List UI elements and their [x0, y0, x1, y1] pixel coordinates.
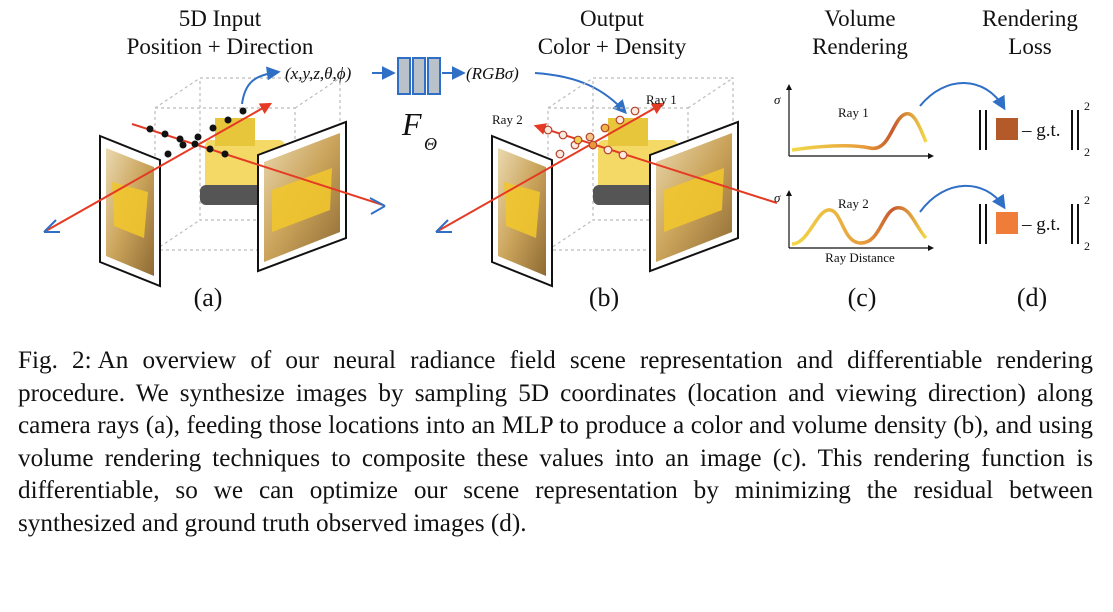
ray-1-density-plot: σ Ray 1	[774, 84, 934, 159]
mlp-block: (x,y,z,θ,ϕ) (RGBσ) F Θ	[241, 57, 627, 154]
norm-subscript-1: 2	[1084, 145, 1090, 159]
output-curve-arrow	[534, 72, 627, 115]
camera-ray-1	[43, 102, 273, 233]
rendered-color-swatch-2	[996, 212, 1018, 234]
panel-b-title-line1: Output	[580, 6, 645, 31]
panel-b-title-line2: Color + Density	[538, 34, 687, 59]
panel-a-label: (a)	[194, 283, 223, 312]
norm-superscript-1: 2	[1084, 99, 1090, 113]
rendered-color-swatch-1	[996, 118, 1018, 140]
camera-image-left	[99, 134, 161, 288]
ray-1-b-start-arrow	[435, 219, 452, 233]
sigma-axis-label-1: σ	[774, 92, 781, 107]
input-coords-label: (x,y,z,θ,ϕ)	[285, 64, 352, 83]
panel-c: Volume Rendering σ Ray 1 σ Ray 2 Ray Dis…	[774, 6, 934, 312]
panel-b: Output Color + Density	[435, 6, 778, 312]
norm-subscript-2: 2	[1084, 239, 1090, 253]
panel-a-title-line1: 5D Input	[179, 6, 262, 31]
mlp-layer-2	[412, 57, 426, 95]
panel-d-title-line1: Rendering	[982, 6, 1078, 31]
ray-2-label-b: Ray 2	[492, 112, 523, 127]
ray-1-label-c: Ray 1	[838, 105, 869, 120]
nerf-overview-figure: 5D Input Position + Direction	[43, 6, 1090, 312]
loss-term-2: – g.t. 2 2	[979, 193, 1090, 253]
panel-a: 5D Input Position + Direction	[43, 6, 386, 312]
norm-superscript-2: 2	[1084, 193, 1090, 207]
caption-text: An overview of our neural radiance field…	[18, 347, 1093, 537]
output-rgb-sigma-label: (RGBσ)	[466, 64, 519, 83]
ground-truth-label-1: – g.t.	[1021, 120, 1061, 141]
mlp-function-symbol: F	[401, 106, 422, 142]
ray-1-label-b: Ray 1	[646, 92, 677, 107]
sigma-axis-label-2: σ	[774, 190, 781, 205]
panel-c-title-line1: Volume	[824, 6, 895, 31]
camera-image-left-b	[491, 134, 553, 288]
panel-d-label: (d)	[1017, 283, 1047, 312]
ray-distance-axis-label: Ray Distance	[825, 250, 895, 265]
mlp-layer-1	[397, 57, 411, 95]
ray-2-end-arrow	[369, 197, 386, 215]
panel-b-label: (b)	[589, 283, 619, 312]
camera-ray-2	[131, 123, 384, 206]
panel-c-label: (c)	[848, 283, 877, 312]
caption-label: Fig. 2:	[18, 347, 92, 374]
loss-term-1: – g.t. 2 2	[979, 99, 1090, 159]
ray-2-label-c: Ray 2	[838, 196, 869, 211]
panel-d-title-line2: Loss	[1008, 34, 1052, 59]
input-curve-arrow	[241, 66, 281, 105]
figure-caption: Fig. 2:An overview of our neural radianc…	[18, 345, 1093, 540]
sample-points-b	[543, 106, 640, 160]
camera-image-right-b	[649, 120, 739, 273]
panel-c-title-line2: Rendering	[812, 34, 908, 59]
ground-truth-label-2: – g.t.	[1021, 214, 1061, 235]
ray-2-density-plot: σ Ray 2 Ray Distance	[774, 190, 934, 265]
mlp-function-subscript: Θ	[424, 134, 437, 154]
panel-a-title-line2: Position + Direction	[127, 34, 314, 59]
render-to-loss-arrow-2	[919, 184, 1006, 213]
ray-1-density-curve	[791, 112, 928, 152]
mlp-layer-3	[427, 57, 441, 95]
ray-2-density-curve	[791, 206, 928, 246]
sample-points-a	[146, 107, 247, 158]
render-to-loss-arrow-1	[919, 82, 1006, 111]
ray-1-b	[435, 102, 665, 233]
panel-d: Rendering Loss – g.t. 2 2 – g.t. 2 2 (d)	[919, 6, 1090, 312]
ray-1-start-arrow	[43, 219, 60, 233]
camera-image-right	[257, 120, 347, 273]
